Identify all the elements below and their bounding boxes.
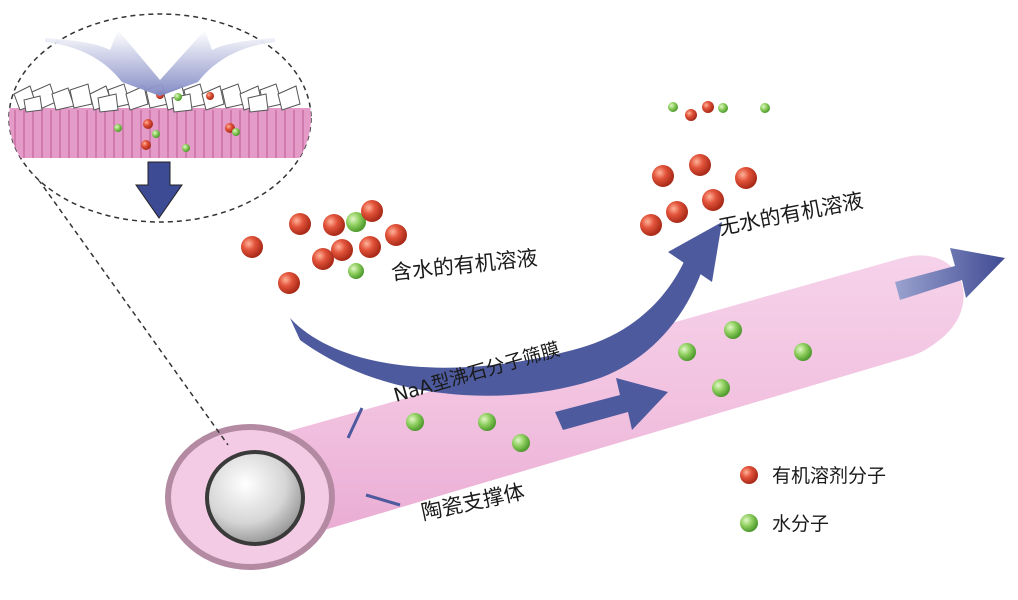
- organic-molecule: [323, 214, 345, 236]
- organic-molecule: [702, 101, 714, 113]
- organic-molecule: [640, 214, 662, 236]
- organic-molecule: [735, 167, 757, 189]
- water-molecule: [348, 263, 364, 279]
- organic-molecule: [385, 224, 407, 246]
- organic-molecule: [359, 236, 381, 258]
- water-molecule: [760, 103, 770, 113]
- organic-molecule: [689, 154, 711, 176]
- legend-organic-swatch: [740, 466, 758, 484]
- organic-molecule: [278, 272, 300, 294]
- water-molecule: [478, 413, 496, 431]
- water-molecule: [512, 434, 530, 452]
- product-molecules: [640, 101, 770, 236]
- water-molecule: [724, 321, 742, 339]
- organic-molecule: [331, 239, 353, 261]
- organic-molecule: [312, 248, 334, 270]
- legend-water-label: 水分子: [772, 513, 829, 535]
- organic-molecule: [652, 165, 674, 187]
- organic-molecule: [702, 189, 724, 211]
- water-molecule: [406, 413, 424, 431]
- water-molecule: [794, 343, 812, 361]
- legend: 有机溶剂分子 水分子: [740, 465, 886, 535]
- water-molecule: [678, 343, 696, 361]
- membrane-zoom-inset: [8, 13, 312, 223]
- feed-solution-label: 含水的有机溶液: [390, 246, 539, 285]
- support-pointer-line: [365, 493, 401, 507]
- feed-flow-curved-arrow: [290, 248, 708, 396]
- feed-molecules: [241, 200, 407, 294]
- permeate-water-molecules: [406, 321, 812, 452]
- water-molecule: [718, 103, 728, 113]
- tube-inner-channel: [205, 450, 305, 546]
- legend-water-swatch: [740, 514, 758, 532]
- water-molecule: [346, 212, 366, 232]
- zoom-guide-line: [27, 164, 229, 446]
- organic-molecule: [685, 109, 697, 121]
- water-molecule: [712, 379, 730, 397]
- outflow-arrow: [895, 248, 1005, 300]
- feed-inflow-arrow: [45, 30, 275, 96]
- organic-molecule: [361, 200, 383, 222]
- water-molecule: [668, 102, 678, 112]
- membrane-pointer-line: [346, 407, 364, 439]
- permeate-down-arrow: [135, 161, 183, 219]
- inner-flow-arrow: [555, 378, 668, 430]
- legend-organic-label: 有机溶剂分子: [772, 465, 886, 487]
- organic-molecule: [666, 201, 688, 223]
- product-solution-label: 无水的有机溶液: [716, 188, 865, 240]
- organic-molecule: [289, 213, 311, 235]
- organic-molecule: [241, 236, 263, 258]
